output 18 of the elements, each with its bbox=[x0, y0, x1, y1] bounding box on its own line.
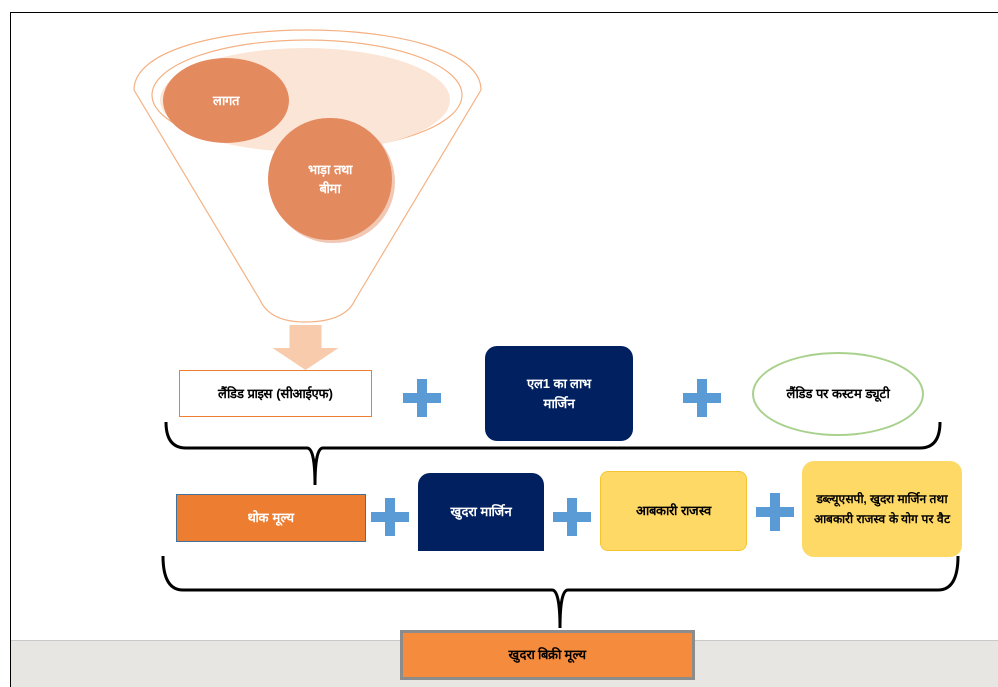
rounded-box bbox=[802, 461, 962, 557]
rounded-box bbox=[418, 473, 544, 551]
node-label: थोक मूल्य bbox=[248, 509, 294, 528]
node-label: लैंडिड प्राइस (सीआईएफ) bbox=[218, 384, 333, 403]
node-label: भाड़ा तथा बीमा bbox=[307, 160, 354, 198]
node-label: लैंडिड पर कस्टम ड्यूटी bbox=[785, 385, 892, 404]
rounded-box bbox=[485, 346, 633, 441]
node-label: एल1 का लाभ मार्जिन bbox=[526, 375, 593, 412]
node-label: खुदरा बिक्री मूल्य bbox=[508, 646, 587, 665]
price-box bbox=[179, 370, 372, 417]
price-box bbox=[400, 630, 695, 680]
node-label: लागत bbox=[213, 92, 239, 110]
rounded-box bbox=[600, 471, 747, 551]
price-box bbox=[176, 494, 366, 542]
block-arrow bbox=[272, 325, 338, 370]
node-label: डब्ल्यूएसपी, खुदरा मार्जिन तथा आबकारी राजस्व के योग पर वैट bbox=[813, 490, 952, 528]
node-label: आबकारी राजस्व bbox=[636, 502, 711, 520]
node-label: खुदरा मार्जिन bbox=[450, 503, 512, 522]
